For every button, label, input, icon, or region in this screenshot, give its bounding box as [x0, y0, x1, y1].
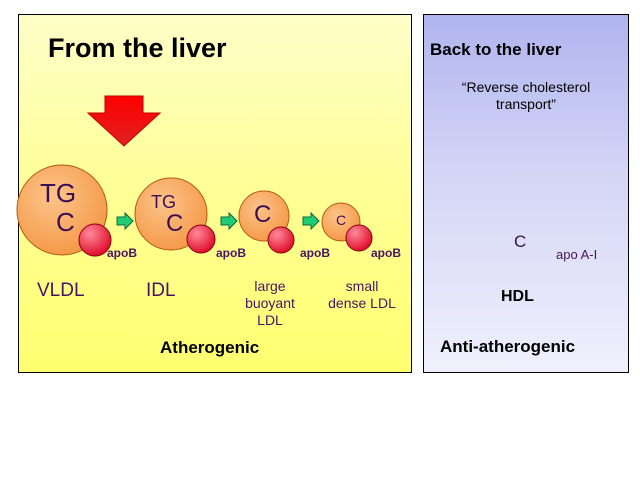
large-ldl-c-label: C	[254, 201, 272, 228]
large-ldl-apob-icon	[267, 226, 295, 254]
small-ldl-name: small dense LDL	[316, 278, 408, 312]
small-ldl-name-line: small	[345, 278, 379, 294]
large-ldl-name-line: buoyant	[245, 295, 295, 311]
subtitle-line: transport”	[496, 96, 556, 112]
large-ldl-name: large buoyant LDL	[230, 278, 310, 329]
large-ldl-name-line: LDL	[257, 312, 283, 328]
large-ldl-apob-label: apoB	[300, 246, 330, 260]
large-ldl-name-line: large	[254, 278, 286, 294]
vldl-name: VLDL	[37, 280, 85, 301]
from-liver-title: From the liver	[48, 33, 227, 63]
conversion-arrow-icon	[302, 211, 320, 231]
vldl-apob-label: apoB	[107, 246, 137, 260]
small-ldl-c-label: C	[336, 212, 347, 228]
idl-name: IDL	[146, 280, 176, 301]
vldl-tg-label: TG	[40, 178, 77, 208]
small-ldl-name-line: dense LDL	[328, 295, 396, 311]
small-ldl-apob-icon	[345, 224, 373, 252]
vldl-apob-icon	[78, 223, 112, 257]
atherogenic-label: Atherogenic	[160, 338, 260, 357]
idl-apob-label: apoB	[216, 246, 246, 260]
anti-atherogenic-label: Anti-atherogenic	[440, 337, 576, 356]
back-to-liver-title: Back to the liver	[430, 40, 562, 59]
idl-c-label: C	[166, 210, 184, 237]
down-arrow-icon	[86, 95, 162, 147]
small-ldl-apob-label: apoB	[371, 246, 401, 260]
back-to-liver-panel	[423, 14, 629, 373]
hdl-c-label: C	[514, 232, 527, 251]
hdl-name: HDL	[501, 288, 534, 305]
conversion-arrow-icon	[220, 211, 238, 231]
reverse-transport-subtitle: “Reverse cholesterol transport”	[428, 79, 624, 113]
vldl-c-label: C	[56, 207, 75, 237]
idl-tg-label: TG	[151, 192, 176, 212]
idl-apob-icon	[186, 224, 216, 254]
apo-a1-label: apo A-I	[556, 247, 598, 262]
subtitle-line: “Reverse cholesterol	[461, 79, 591, 95]
conversion-arrow-icon	[116, 211, 134, 231]
